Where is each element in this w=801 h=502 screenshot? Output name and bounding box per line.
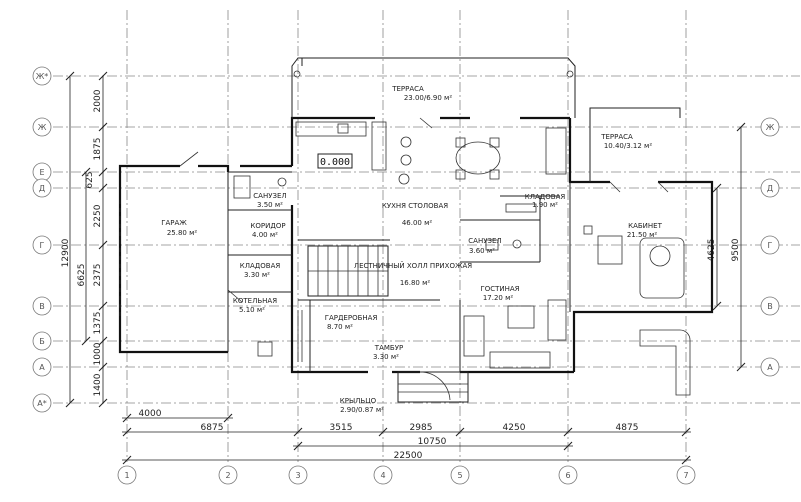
right-row-bubbles: Ж Д Г В А: [760, 117, 780, 377]
row-label-left-g: Г: [40, 241, 45, 250]
dim-6875: 6875: [201, 423, 224, 433]
col-label-7: 7: [683, 471, 688, 480]
room-name-boiler: КОТЕЛЬНАЯ: [233, 297, 277, 305]
room-name-hall: ЛЕСТНИЧНЫЙ ХОЛЛ ПРИХОЖАЯ: [354, 261, 472, 270]
left-row-bubbles: Ж* Ж Е Д Г В Б А А*: [32, 66, 52, 413]
dim-1400: 1400: [93, 373, 103, 396]
row-label-left-a-star: А*: [37, 399, 46, 408]
room-name-wardrobe: ГАРДЕРОБНАЯ: [325, 314, 378, 322]
room-area-kitchen: 46.00 м²: [402, 219, 433, 227]
dim-3515: 3515: [330, 423, 353, 433]
room-area-terrace-top: 23.00/6.90 м²: [404, 94, 452, 102]
dim-12900: 12900: [61, 238, 71, 267]
room-name-wc-left: САНУЗЕЛ: [253, 192, 286, 200]
room-area-terrace-right: 10.40/3.12 м²: [604, 142, 652, 150]
row-label-left-zh-star: Ж*: [36, 72, 49, 81]
row-label-left-v: В: [39, 302, 45, 311]
bottom-dimension-chains: 4000 6875 3515 2985 4250 4875 10750 2250…: [122, 409, 691, 465]
room-name-living: ГОСТИНАЯ: [480, 285, 519, 293]
room-area-living: 17.20 м²: [483, 294, 514, 302]
dim-9500: 9500: [731, 238, 741, 261]
room-area-wc-left: 3.50 м²: [257, 201, 283, 209]
wc-fixtures: [233, 175, 537, 251]
door-swings: [179, 117, 669, 357]
room-name-vestibule: ТАМБУР: [374, 344, 403, 352]
room-area-boiler: 5.10 м²: [239, 306, 265, 314]
room-name-kitchen-text: КУХНЯ СТОЛОВАЯ: [382, 202, 448, 210]
room-name-porch: КРЫЛЬЦО: [340, 397, 377, 405]
display-value: 0.000: [320, 157, 350, 168]
wardrobe-rails: [297, 310, 303, 362]
col-label-4: 4: [380, 471, 385, 480]
room-name-wc-center: САНУЗЕЛ: [468, 237, 501, 245]
dim-4875: 4875: [616, 423, 639, 433]
dim-2000: 2000: [93, 89, 103, 112]
dim-6625: 6625: [77, 264, 87, 287]
staircase: [307, 245, 389, 297]
row-label-right-v: В: [767, 302, 773, 311]
living-furniture: [463, 299, 567, 369]
horizontal-grid-axes: [35, 75, 800, 404]
row-label-right-zh: Ж: [766, 123, 775, 132]
col-label-2: 2: [225, 471, 230, 480]
study-furniture: [583, 225, 691, 396]
dim-2985: 2985: [410, 423, 433, 433]
row-label-left-a: А: [39, 363, 45, 372]
room-area-wardrobe: 8.70 м²: [327, 323, 353, 331]
room-name-storage-left: КЛАДОВАЯ: [240, 262, 281, 270]
row-label-left-b: Б: [39, 337, 45, 346]
bottom-column-bubbles: 1 2 3 4 5 6 7: [117, 465, 696, 485]
row-label-left-zh: Ж: [38, 123, 47, 132]
dim-1875: 1875: [93, 138, 103, 161]
room-labels: ТЕРРАСА 23.00/6.90 м² ТЕРРАСА 10.40/3.12…: [161, 85, 662, 414]
room-area-wc-center: 3.60 м²: [469, 247, 495, 255]
room-area-study: 21.50 м²: [627, 231, 658, 239]
col-label-1: 1: [124, 471, 129, 480]
col-label-5: 5: [457, 471, 462, 480]
dim-4250: 4250: [503, 423, 526, 433]
porch-steps: [397, 371, 469, 403]
right-terrace-outline: [589, 107, 681, 182]
row-label-right-a: А: [767, 363, 773, 372]
room-area-vestibule: 3.30 м²: [373, 353, 399, 361]
dim-10750: 10750: [418, 437, 447, 447]
dim-625: 625: [85, 171, 95, 188]
room-name-corridor: КОРИДОР: [250, 222, 285, 230]
kitchen-furniture: [295, 121, 567, 185]
row-label-right-g: Г: [768, 241, 773, 250]
left-dimension-chains: 2000 1875 625 2250 2375 1375 1000 1400 6…: [61, 71, 108, 408]
top-terrace-outline: [291, 57, 576, 118]
dim-1000: 1000: [93, 342, 103, 365]
room-area-corridor: 4.00 м²: [252, 231, 278, 239]
room-area-hall: 16.80 м²: [400, 279, 431, 287]
interior-walls: [227, 171, 571, 372]
row-label-left-e: Е: [39, 168, 44, 177]
room-area-garage: 25.80 м²: [167, 229, 198, 237]
dim-4000: 4000: [139, 409, 162, 419]
room-area-storage-right: 1.90 м²: [532, 201, 558, 209]
room-name-study: КАБИНЕТ: [628, 222, 662, 230]
room-name-garage: ГАРАЖ: [161, 219, 187, 227]
dim-2250: 2250: [93, 204, 103, 227]
measurement-display: 0.000: [317, 153, 353, 169]
dim-22500: 22500: [394, 451, 423, 461]
room-name-kitchen: КУХНЯ СТОЛОВАЯ: [382, 202, 448, 210]
room-name-storage-right: КЛАДОВАЯ: [525, 193, 566, 201]
room-area-porch: 2.90/0.87 м²: [340, 406, 384, 414]
room-name-terrace-right: ТЕРРАСА: [600, 133, 633, 141]
row-label-right-d: Д: [767, 184, 773, 193]
dim-2375: 2375: [93, 264, 103, 287]
col-label-6: 6: [565, 471, 570, 480]
dim-1375: 1375: [93, 312, 103, 335]
row-label-left-d: Д: [39, 184, 45, 193]
room-area-storage-left: 3.30 м²: [244, 271, 270, 279]
room-name-terrace-top: ТЕРРАСА: [391, 85, 424, 93]
col-label-3: 3: [295, 471, 300, 480]
